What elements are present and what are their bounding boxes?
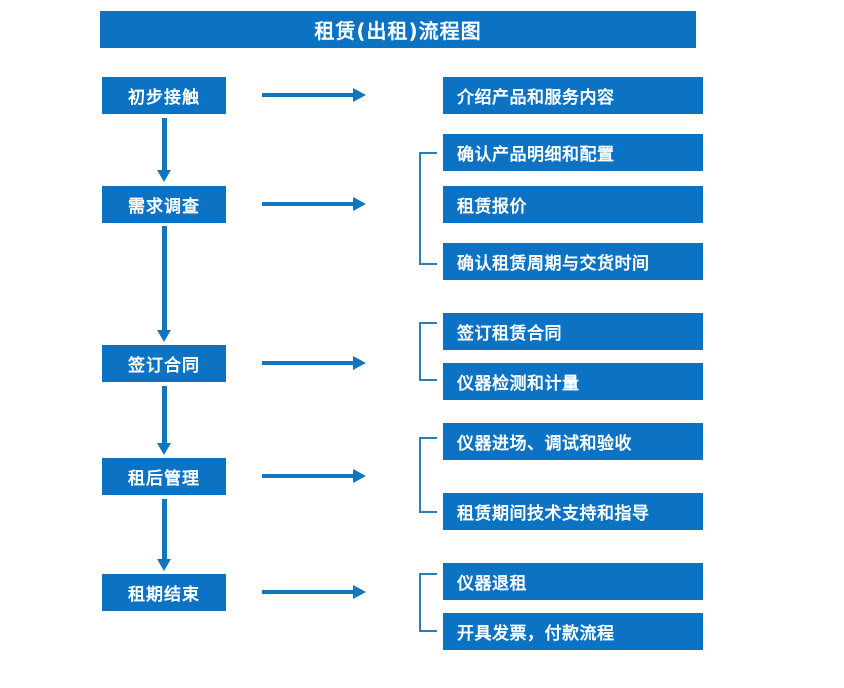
arrow-head (157, 559, 171, 571)
stage-box-post-rental-management[interactable]: 租后管理 (102, 458, 226, 495)
arrow-shaft (262, 590, 354, 594)
horizontal-arrow-4 (262, 469, 366, 483)
vertical-arrow-3 (157, 386, 171, 455)
arrow-head (353, 356, 366, 370)
vertical-arrow-2 (157, 226, 171, 342)
group-bracket-post-rental-management (419, 437, 437, 513)
detail-box-confirm-product-details[interactable]: 确认产品明细和配置 (443, 134, 703, 171)
group-bracket-requirement-survey (419, 152, 437, 265)
detail-box-rental-quotation[interactable]: 租赁报价 (443, 186, 703, 223)
arrow-head (353, 88, 366, 102)
arrow-shaft (162, 386, 167, 443)
arrow-head (157, 330, 171, 342)
detail-box-confirm-rental-period[interactable]: 确认租赁周期与交货时间 (443, 243, 703, 280)
group-bracket-sign-contract (419, 322, 437, 381)
detail-box-introduce-products[interactable]: 介绍产品和服务内容 (443, 77, 703, 114)
detail-box-invoice-payment[interactable]: 开具发票，付款流程 (443, 613, 703, 650)
chart-title: 租赁(出租)流程图 (100, 11, 696, 48)
arrow-head (353, 469, 366, 483)
group-bracket-rental-end (419, 573, 437, 632)
stage-box-rental-end[interactable]: 租期结束 (102, 574, 226, 611)
arrow-shaft (162, 118, 167, 170)
horizontal-arrow-5 (262, 585, 366, 599)
horizontal-arrow-2 (262, 197, 366, 211)
detail-box-instrument-inspection[interactable]: 仪器检测和计量 (443, 363, 703, 400)
horizontal-arrow-3 (262, 356, 366, 370)
detail-box-instrument-return[interactable]: 仪器退租 (443, 563, 703, 600)
arrow-head (157, 170, 171, 182)
arrow-shaft (262, 361, 354, 365)
vertical-arrow-1 (157, 118, 171, 182)
arrow-shaft (262, 93, 354, 97)
detail-box-technical-support[interactable]: 租赁期间技术支持和指导 (443, 493, 703, 530)
arrow-shaft (162, 499, 167, 559)
stage-box-requirement-survey[interactable]: 需求调查 (102, 186, 226, 223)
arrow-head (353, 585, 366, 599)
arrow-shaft (162, 226, 167, 330)
arrow-shaft (262, 202, 354, 206)
vertical-arrow-4 (157, 499, 171, 571)
detail-box-instrument-delivery[interactable]: 仪器进场、调试和验收 (443, 423, 703, 460)
arrow-shaft (262, 474, 354, 478)
stage-box-initial-contact[interactable]: 初步接触 (102, 77, 226, 114)
detail-box-sign-rental-contract[interactable]: 签订租赁合同 (443, 313, 703, 350)
arrow-head (157, 443, 171, 455)
horizontal-arrow-1 (262, 88, 366, 102)
stage-box-sign-contract[interactable]: 签订合同 (102, 345, 226, 382)
arrow-head (353, 197, 366, 211)
